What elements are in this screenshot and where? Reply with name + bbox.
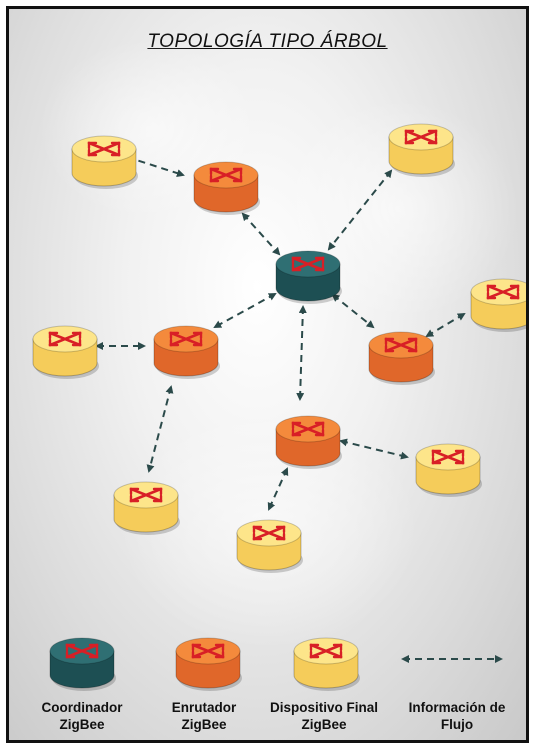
legend-router-icon — [175, 637, 242, 691]
link-router2-end5 — [146, 385, 174, 473]
coordinator-node — [275, 250, 342, 304]
router-arrows-icon — [384, 337, 418, 353]
router-arrows-icon — [486, 284, 520, 300]
link-router4-end7 — [267, 467, 289, 511]
end-device-node-4 — [32, 325, 99, 379]
router-node-3 — [368, 331, 435, 385]
router-arrows-icon — [252, 525, 286, 541]
tree-topology-diagram — [32, 39, 526, 691]
link-router1-coordinator — [241, 212, 281, 256]
end-device-node-1 — [71, 135, 138, 189]
router-arrows-icon — [309, 643, 343, 659]
router-arrows-icon — [291, 421, 325, 437]
legend-label-end-device: Dispositivo Final ZigBee — [269, 700, 378, 732]
router-arrows-icon — [191, 643, 225, 659]
link-end1-router1 — [126, 156, 185, 177]
router-node-4 — [275, 415, 342, 469]
page-title: TOPOLOGÍA TIPO ÁRBOL — [147, 31, 388, 52]
end-device-node-6 — [113, 481, 180, 535]
end-device-node-2 — [388, 123, 455, 177]
router-arrows-icon — [404, 129, 438, 145]
end-device-node-3 — [470, 278, 526, 332]
flow-links — [95, 156, 466, 511]
legend-label-coordinator: Coordinador ZigBee — [41, 700, 123, 732]
legend-label-flow: Información de Flujo — [408, 700, 506, 732]
router-arrows-icon — [431, 449, 465, 465]
router-node-2 — [153, 325, 220, 379]
link-coordinator-router4 — [296, 305, 307, 401]
router-arrows-icon — [169, 331, 203, 347]
router-arrows-icon — [291, 256, 325, 272]
legend-end-device-icon — [293, 637, 360, 691]
router-node-1 — [193, 161, 260, 215]
legend-label-router: Enrutador ZigBee — [171, 700, 237, 732]
router-arrows-icon — [48, 331, 82, 347]
link-coordinator-router2 — [213, 293, 277, 328]
router-arrows-icon — [209, 167, 243, 183]
end-device-node-5 — [415, 443, 482, 497]
router-arrows-icon — [65, 643, 99, 659]
router-arrows-icon — [129, 487, 163, 503]
link-router3-end4 — [425, 312, 466, 338]
link-coordinator-router3 — [331, 293, 375, 329]
diagram-frame: TOPOLOGÍA TIPO ÁRBOL — [6, 6, 529, 743]
legend-coordinator-icon — [49, 637, 116, 691]
router-arrows-icon — [87, 141, 121, 157]
end-device-node-7 — [236, 519, 303, 573]
link-end2-coordinator — [327, 169, 393, 251]
